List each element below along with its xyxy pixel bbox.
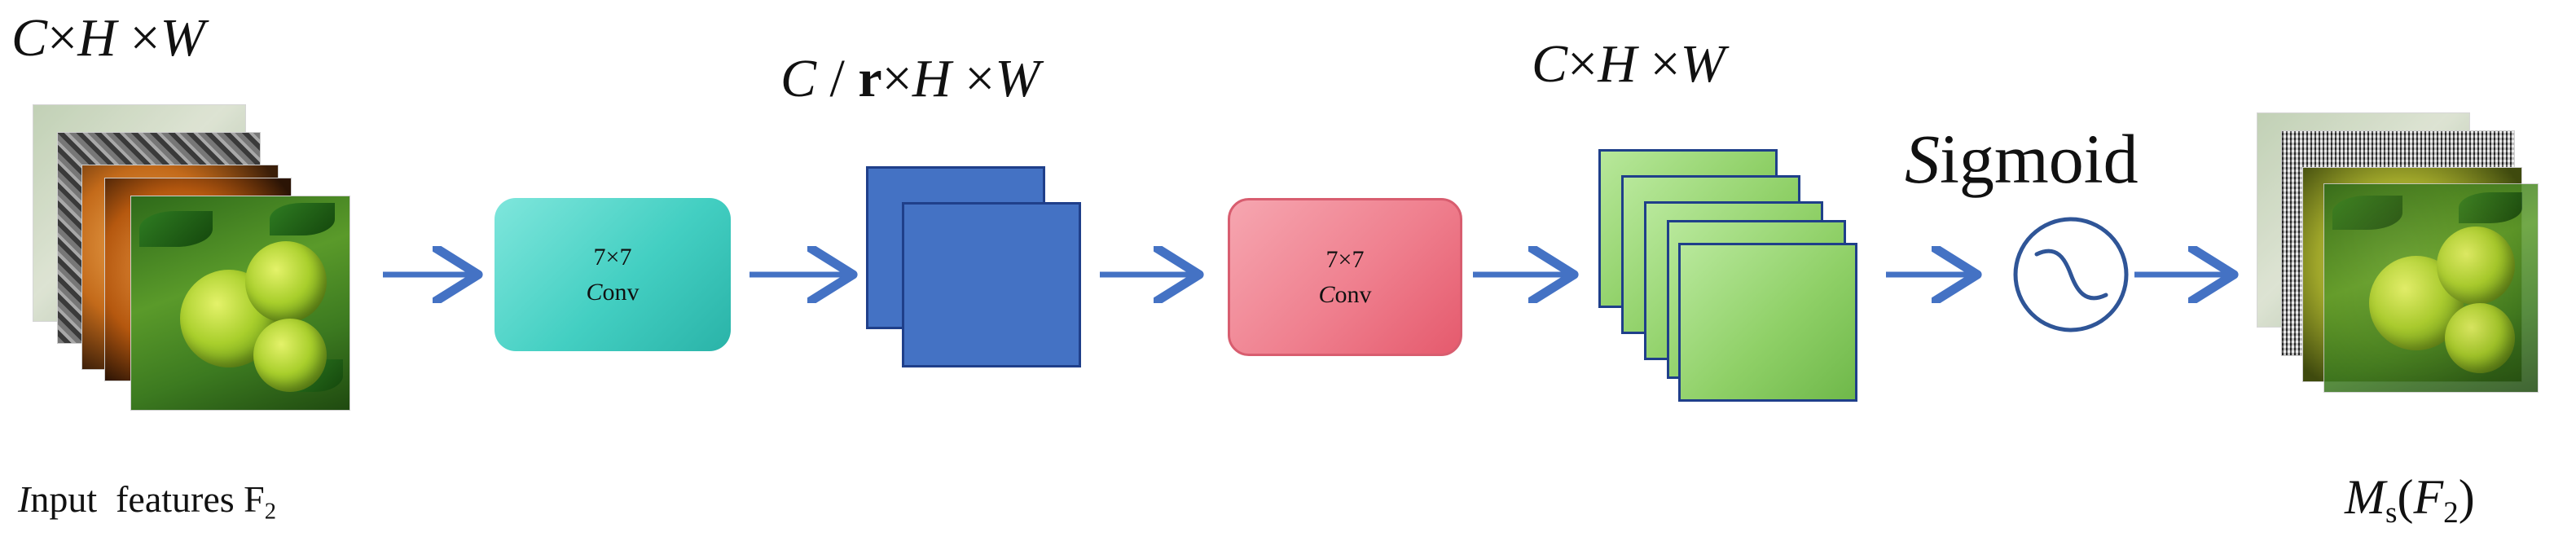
conv-block-2: 7×7 Conv — [1228, 198, 1462, 356]
dim-c: C — [1532, 34, 1568, 94]
dim-c: C — [11, 8, 48, 68]
conv1-kernel-size: 7×7 — [593, 243, 632, 271]
dim-times: × — [1650, 34, 1681, 94]
conv1-operation: Conv — [586, 279, 640, 306]
dim-c: C — [780, 49, 817, 108]
dim-times: × — [1567, 34, 1598, 94]
dim-w: W — [160, 8, 205, 68]
input-dimension-label: C×H ×W — [11, 11, 205, 65]
reduced-dimension-label: C / r×H ×W — [780, 52, 1040, 106]
dim-h: H — [77, 8, 116, 68]
dim-divide: / — [829, 49, 845, 108]
reduced-feature-map-front — [902, 202, 1081, 367]
dim-w: W — [995, 49, 1040, 108]
conv2-operation: Conv — [1318, 281, 1372, 308]
dim-times: × — [965, 49, 996, 108]
output-feature-map-color — [2323, 183, 2539, 393]
restored-dimension-label: C×H ×W — [1532, 37, 1725, 91]
output-label: Ms(F2) — [2345, 470, 2475, 530]
fruit — [2437, 227, 2515, 305]
dim-h: H — [912, 49, 952, 108]
input-features-label: Input features F2 — [18, 478, 277, 525]
input-feature-map-color — [130, 196, 350, 411]
sigmoid-label: Sigmoid — [1905, 120, 2139, 198]
fruit — [253, 319, 327, 392]
dim-h: H — [1598, 34, 1637, 94]
conv-block-1: 7×7 Conv — [495, 198, 731, 351]
dim-times: × — [130, 8, 160, 68]
dim-times: × — [47, 8, 78, 68]
sigmoid-curve-icon — [2034, 249, 2108, 301]
dim-w: W — [1680, 34, 1725, 94]
fruit — [245, 241, 327, 323]
dim-r: r — [858, 49, 882, 108]
conv2-kernel-size: 7×7 — [1325, 245, 1365, 273]
fruit — [2445, 303, 2515, 373]
restored-feature-map-5 — [1678, 243, 1857, 402]
dim-times: × — [881, 49, 912, 108]
